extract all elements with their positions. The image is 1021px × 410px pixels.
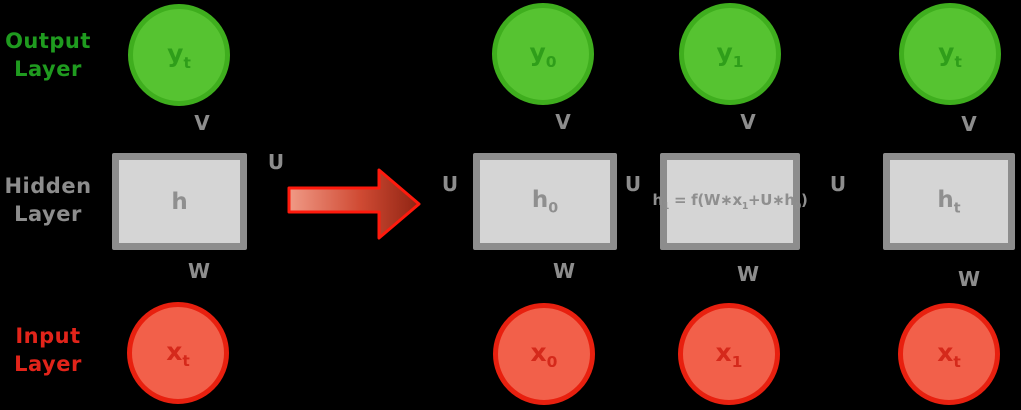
unrolled-output-node-1: y1	[679, 3, 781, 105]
folded-hidden-node: h	[112, 153, 247, 250]
hidden-layer-label-line1: Hidden	[4, 174, 92, 198]
unroll-arrow-icon	[287, 168, 421, 240]
folded-output-node: yt	[128, 4, 230, 106]
unrolled-input-node-2-label: xt	[937, 337, 961, 371]
input-layer-label-line1: Input	[15, 324, 81, 348]
input-layer-label-line2: Layer	[14, 352, 82, 376]
folded-input-node-label: xt	[166, 336, 190, 370]
u-weight-label-0: U	[441, 172, 459, 196]
input-layer-label: Input Layer	[0, 322, 96, 378]
u-weight-label-1: U	[624, 172, 642, 196]
unrolled-hidden-node-1: h1 = f(W∗x1+U∗h0)	[652, 153, 808, 250]
folded-output-node-label: yt	[167, 38, 191, 72]
v-weight-label-1: V	[740, 110, 756, 134]
w-weight-label-0: W	[552, 259, 576, 283]
hidden-layer-label-line2: Layer	[14, 202, 82, 226]
hidden-layer-label: Hidden Layer	[0, 172, 96, 228]
unrolled-input-node-1-label: x1	[715, 337, 743, 371]
v-weight-label-2: V	[961, 112, 977, 136]
unrolled-output-node-1-label: y1	[716, 37, 744, 71]
output-layer-label-line1: Output	[5, 29, 91, 53]
unrolled-input-node-2: xt	[898, 303, 1000, 405]
unrolled-hidden-node-2-label: ht	[937, 187, 961, 217]
unrolled-input-node-1: x1	[678, 303, 780, 405]
unrolled-output-node-0-label: y0	[529, 37, 557, 71]
unrolled-hidden-node-2: ht	[883, 153, 1015, 250]
output-layer-label: Output Layer	[0, 27, 96, 83]
unrolled-input-node-0-label: x0	[530, 337, 558, 371]
v-weight-label-0: V	[555, 110, 571, 134]
unrolled-input-node-0: x0	[493, 303, 595, 405]
folded-u-weight-label: U	[267, 150, 285, 174]
output-layer-label-line2: Layer	[14, 57, 82, 81]
folded-w-weight-label: W	[187, 259, 211, 283]
unrolled-hidden-node-0-label: h0	[531, 187, 559, 217]
unrolled-output-node-0: y0	[492, 3, 594, 105]
w-weight-label-2: W	[957, 267, 981, 291]
unrolled-hidden-node-0: h0	[473, 153, 617, 250]
unrolled-output-node-2-label: yt	[938, 37, 962, 71]
unrolled-hidden-node-1-formula: h1 = f(W∗x1+U∗h0)	[652, 191, 808, 213]
u-weight-label-2: U	[829, 172, 847, 196]
folded-input-node: xt	[127, 302, 229, 404]
folded-v-weight-label: V	[194, 111, 210, 135]
w-weight-label-1: W	[736, 262, 760, 286]
unrolled-output-node-2: yt	[899, 3, 1001, 105]
folded-hidden-node-label: h	[171, 188, 188, 215]
